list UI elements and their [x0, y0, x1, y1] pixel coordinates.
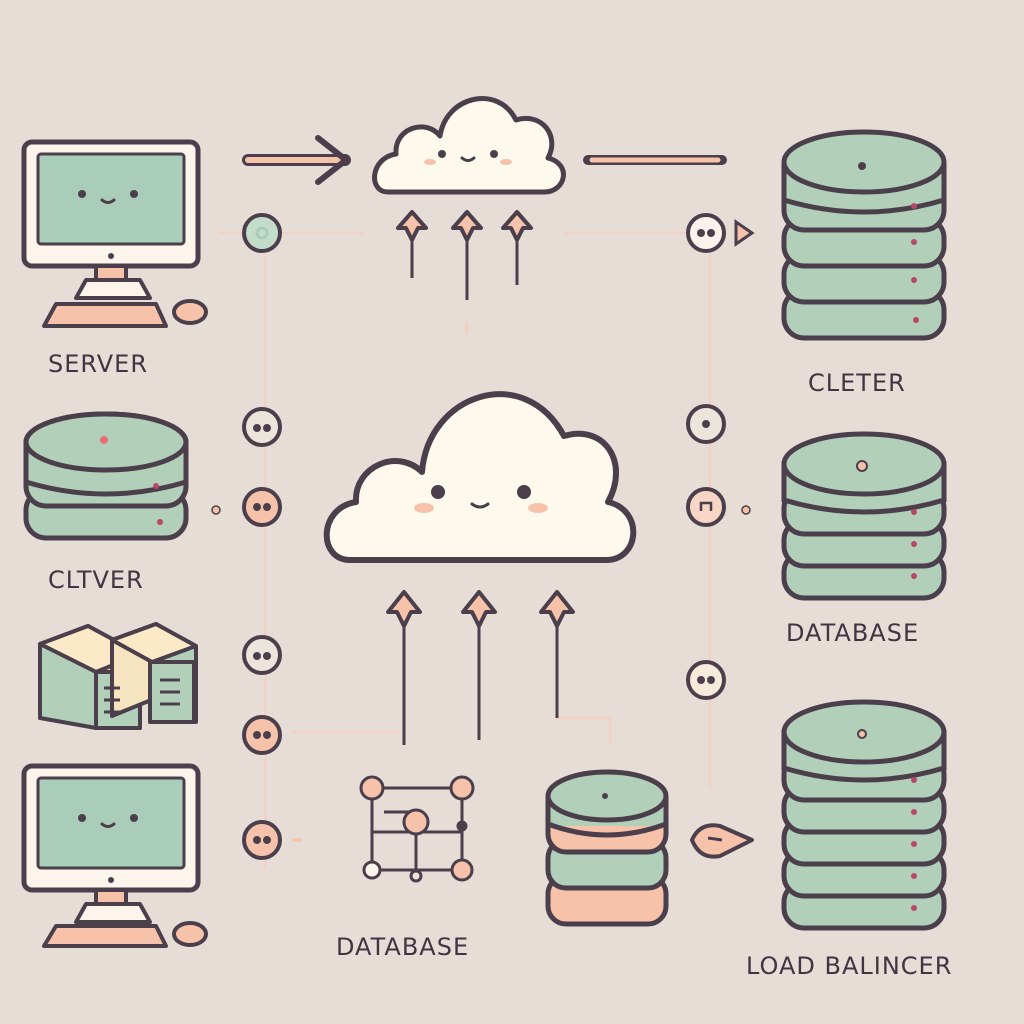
label-cltver: CLTVER	[48, 566, 144, 594]
database-stack-icon	[781, 431, 947, 601]
label-database-bottom: DATABASE	[336, 933, 470, 961]
database-stack-icon	[23, 411, 189, 541]
node-dot	[686, 404, 726, 444]
network-nodes-icon	[359, 775, 475, 883]
label-database-right: DATABASE	[786, 619, 920, 647]
cloud-icon	[372, 96, 566, 195]
label-cleter: CLETER	[808, 369, 906, 397]
arrow-icon	[242, 135, 351, 185]
node-dot	[242, 213, 282, 253]
computer-monitor-icon	[21, 763, 208, 948]
database-stack-icon	[545, 769, 669, 927]
node-dot	[686, 213, 726, 253]
node-dot	[686, 660, 726, 700]
computer-monitor-icon	[21, 139, 208, 328]
server-tower-icon	[38, 622, 198, 730]
node-dot	[242, 715, 282, 755]
node-dot	[242, 820, 282, 860]
node-dot	[242, 407, 282, 447]
upload-arrows-top	[396, 210, 533, 334]
node-dot	[686, 487, 726, 527]
label-load-balancer: LOAD BALINCER	[746, 952, 953, 980]
label-server: SERVER	[48, 350, 149, 378]
connector-nodes	[211, 213, 755, 860]
node-dot	[242, 635, 282, 675]
upload-arrows-main	[386, 590, 575, 745]
cloud-icon	[323, 391, 637, 563]
node-dot	[242, 487, 282, 527]
arrow-icon	[690, 823, 754, 859]
database-stack-icon	[781, 129, 947, 341]
database-stack-icon	[781, 699, 947, 931]
